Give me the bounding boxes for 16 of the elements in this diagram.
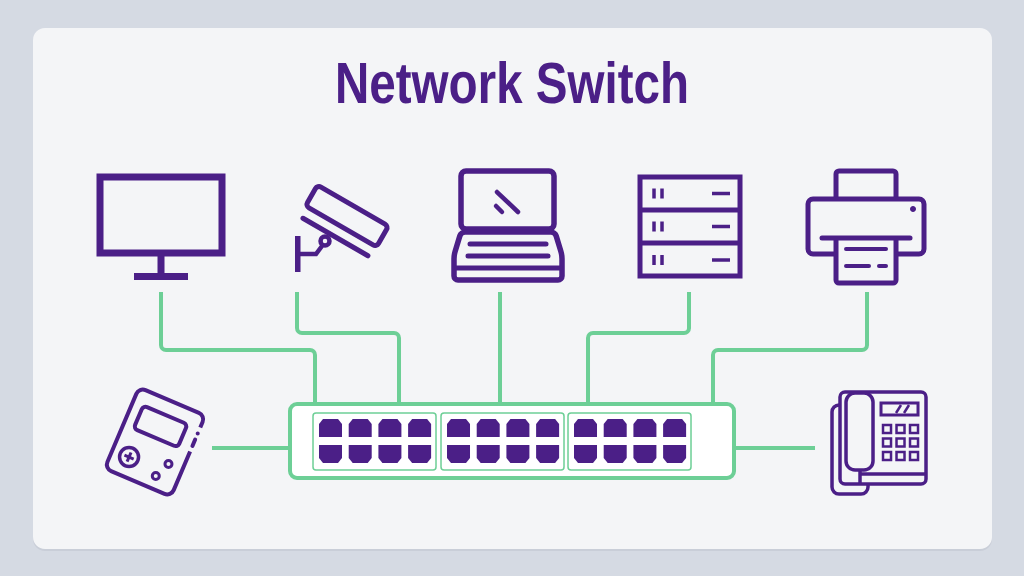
security-camera-icon [295, 184, 390, 272]
title: Network Switch [338, 60, 687, 104]
laptop-icon [451, 168, 565, 283]
cable-line [295, 292, 401, 402]
monitor-icon [96, 173, 226, 280]
desk-phone-icon [830, 390, 928, 496]
server-rack-icon [637, 174, 743, 279]
printer-icon [805, 168, 927, 286]
cable-line [586, 292, 691, 402]
cable-line [711, 292, 869, 402]
handheld-console-icon [104, 387, 206, 497]
cable-line [159, 292, 317, 402]
cable-line [736, 446, 815, 450]
cable-line [212, 446, 288, 450]
cable-line [498, 292, 502, 402]
network-switch [288, 402, 736, 480]
